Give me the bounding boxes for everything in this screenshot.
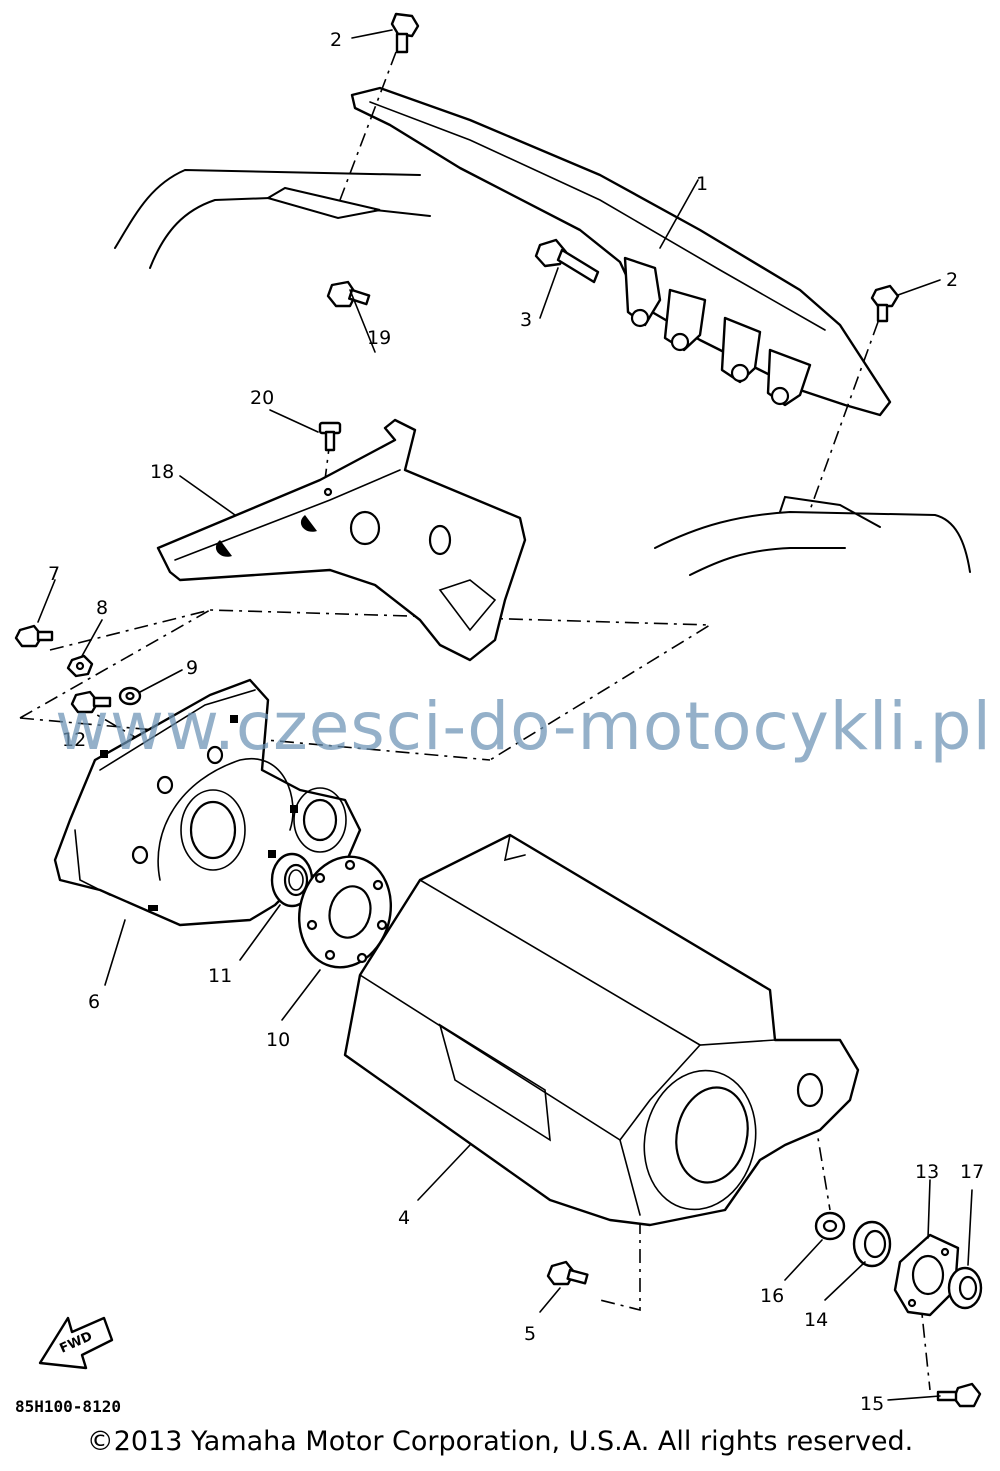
callout-6: 6	[88, 991, 100, 1013]
callout-1: 1	[696, 173, 708, 195]
callout-20: 20	[250, 387, 274, 409]
part-3-long-bolt	[534, 238, 600, 284]
part-2-bolt-upper	[390, 12, 420, 54]
part-20-screw	[318, 421, 342, 452]
part-12-bolt	[70, 690, 112, 714]
part-2-bolt-right	[870, 284, 900, 323]
callout-17: 17	[960, 1161, 984, 1183]
part-4-chain-case	[343, 833, 860, 1227]
callout-11: 11	[208, 965, 232, 987]
callout-labels: 2 1 2 3 19 20 18 7 8 9 12 6 11 10 4 5 16…	[48, 29, 984, 1415]
part-16-washer	[814, 1211, 846, 1241]
frame-rails	[114, 168, 971, 576]
part-1-upper-bracket	[350, 86, 892, 417]
part-18-bracket	[156, 418, 527, 662]
part-14-bearing	[852, 1220, 892, 1268]
callout-3: 3	[520, 309, 532, 331]
part-15-bolt	[936, 1382, 982, 1408]
callout-10: 10	[266, 1029, 290, 1051]
callout-8: 8	[96, 597, 108, 619]
callout-12: 12	[62, 729, 86, 751]
part-19-bolt	[326, 280, 371, 308]
callout-14: 14	[804, 1309, 828, 1331]
watermark-text: www.czesci-do-motocykli.pl	[55, 688, 992, 765]
part-5-bolt	[546, 1260, 589, 1286]
callout-4: 4	[398, 1207, 410, 1229]
callout-19: 19	[367, 327, 391, 349]
callout-2-right: 2	[946, 269, 958, 291]
part-9-washer	[118, 686, 142, 706]
part-11-bearing	[270, 852, 314, 908]
callout-16: 16	[760, 1285, 784, 1307]
callout-5: 5	[524, 1323, 536, 1345]
part-13-bearing-housing	[893, 1233, 960, 1317]
callout-13: 13	[915, 1161, 939, 1183]
callout-2-upper: 2	[330, 29, 342, 51]
part-7-bolt	[14, 624, 54, 648]
callout-9: 9	[186, 657, 198, 679]
forward-arrow-icon: FWD	[38, 1316, 114, 1370]
callout-15: 15	[860, 1393, 884, 1415]
part-10-flange	[297, 855, 393, 969]
callout-18: 18	[150, 461, 174, 483]
callout-7: 7	[48, 563, 60, 585]
copyright-notice: ©2013 Yamaha Motor Corporation, U.S.A. A…	[86, 1426, 914, 1457]
part-8-nut	[66, 654, 94, 678]
leader-lines	[37, 29, 973, 1401]
diagram-code: 85H100-8120	[15, 1397, 121, 1416]
part-17-seal	[947, 1266, 983, 1310]
